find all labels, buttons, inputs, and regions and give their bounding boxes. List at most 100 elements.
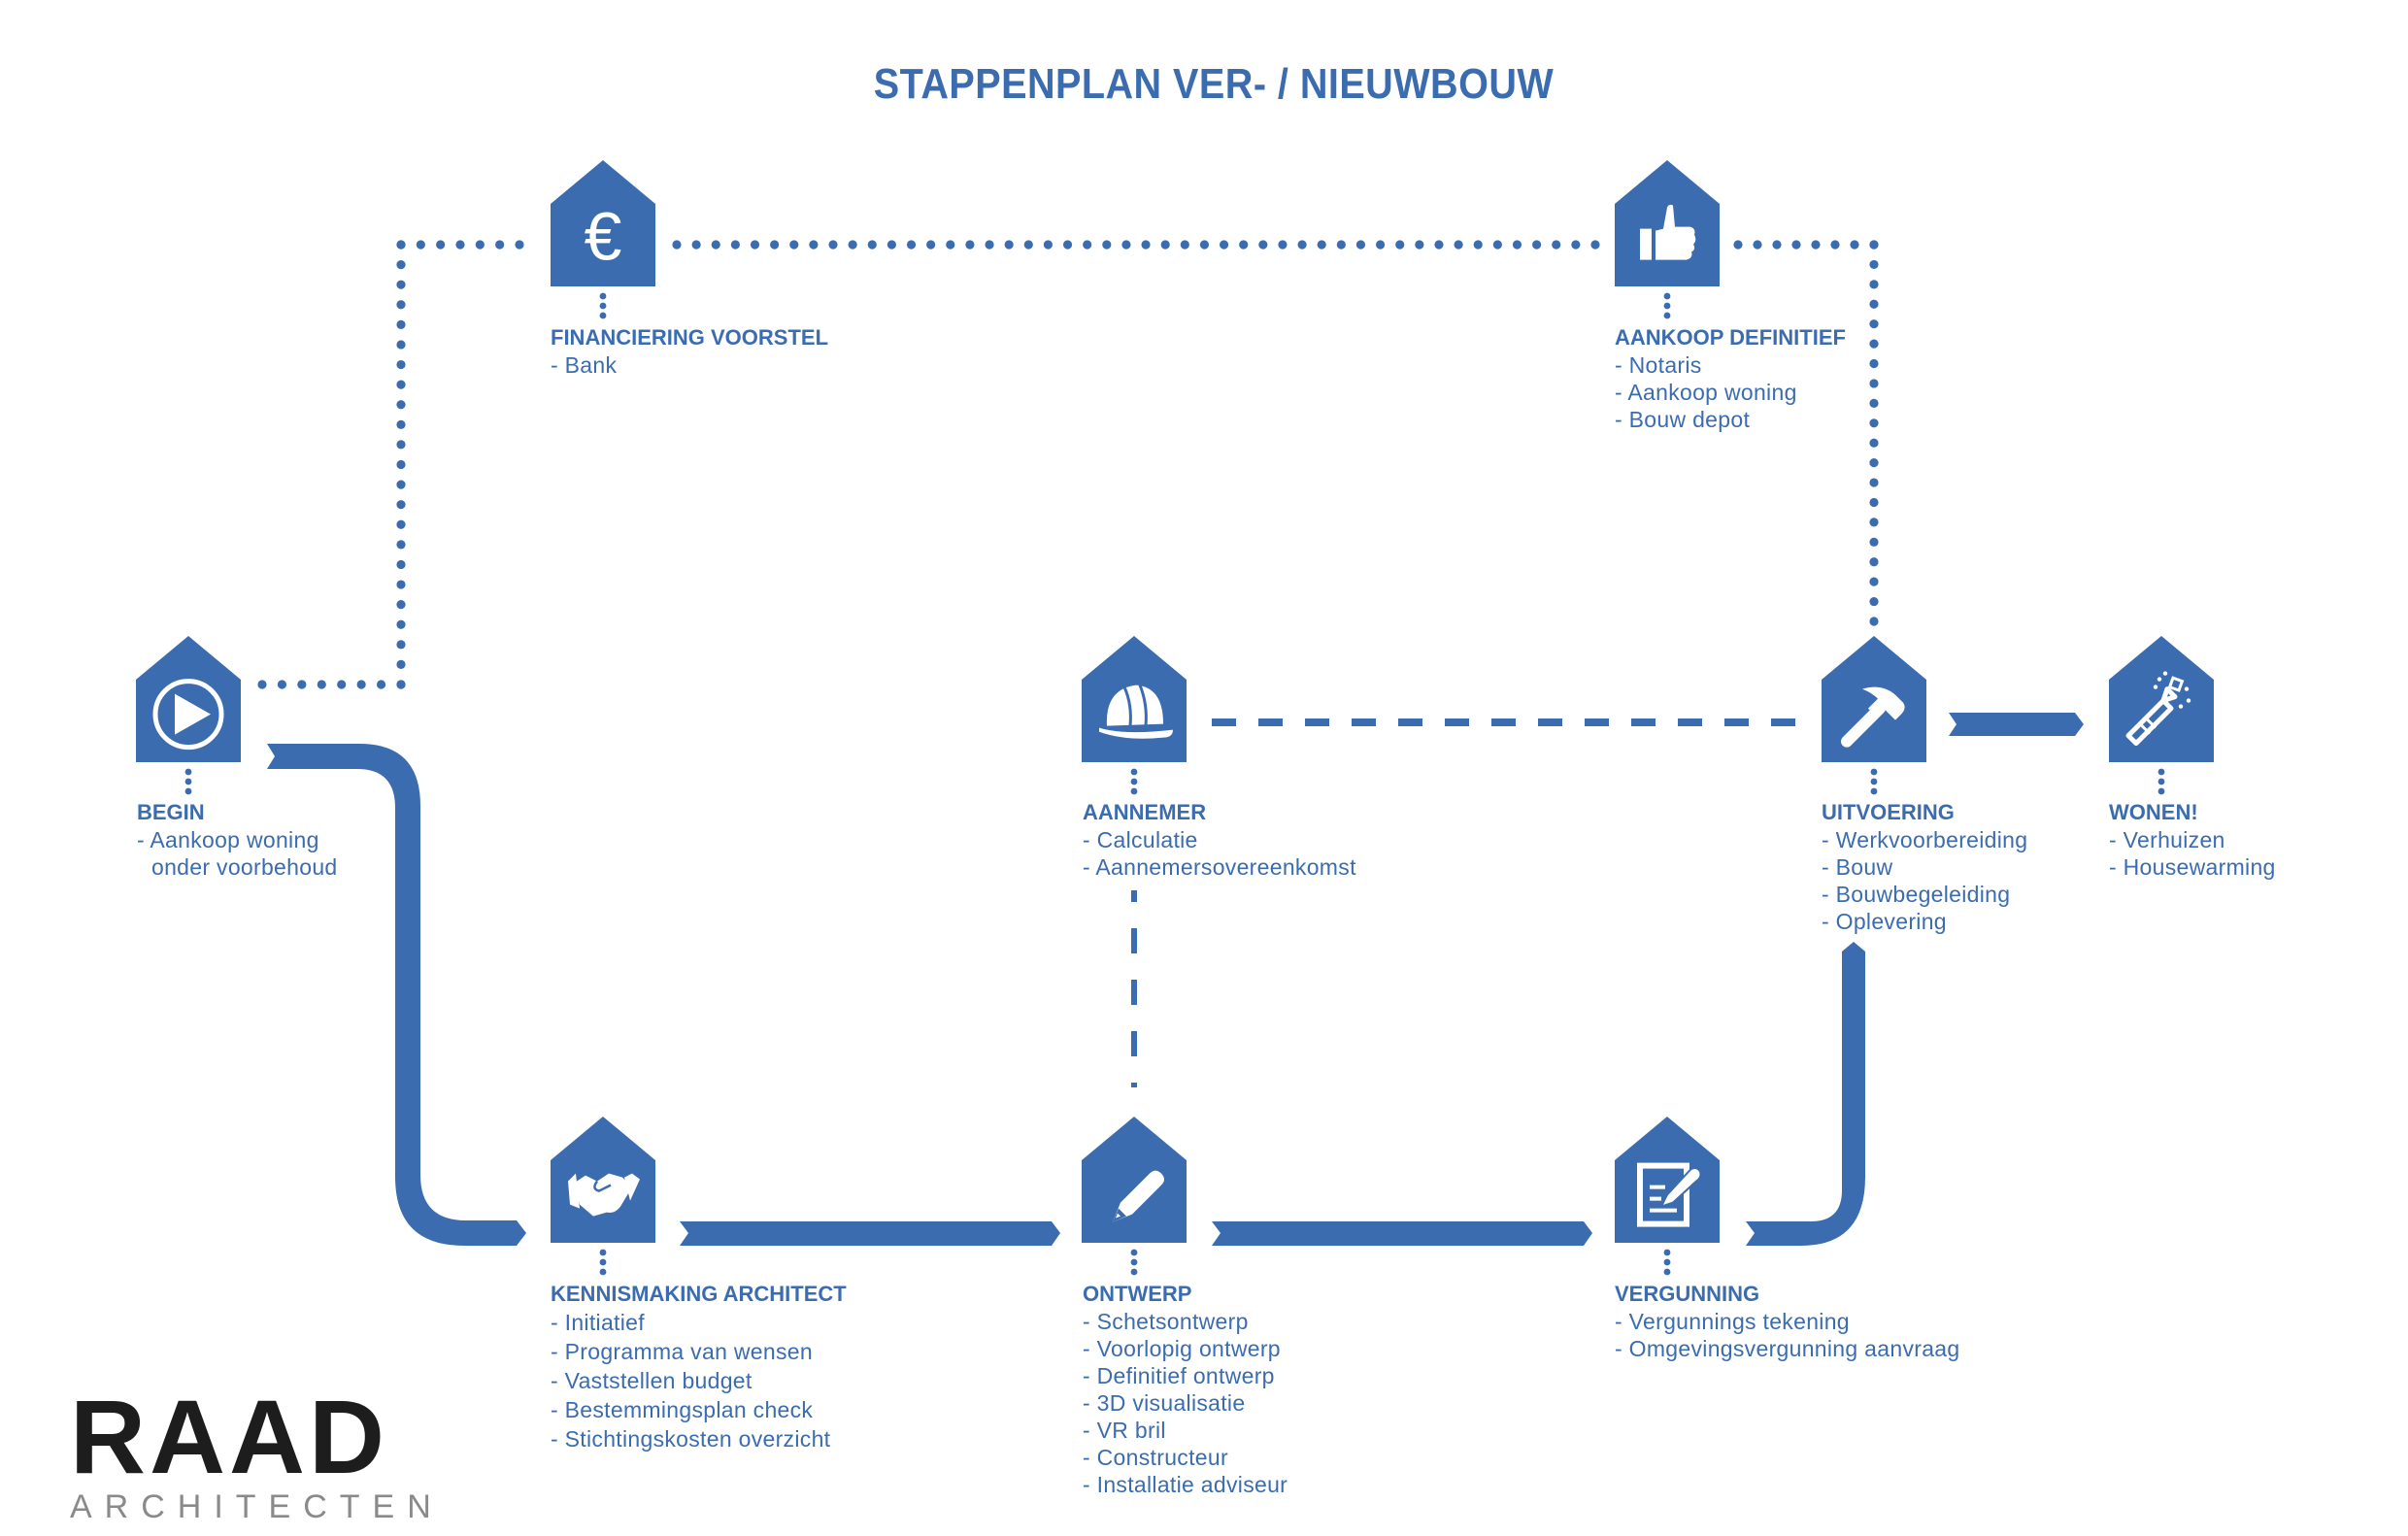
path-dot bbox=[1434, 240, 1444, 250]
path-dot bbox=[436, 240, 446, 250]
path-dot bbox=[848, 240, 857, 250]
step-item: - Aankoop woning bbox=[1615, 380, 1797, 405]
path-dot bbox=[1590, 240, 1600, 250]
connector-dot bbox=[1130, 1268, 1138, 1276]
thumbs-up-icon bbox=[1640, 204, 1696, 260]
path-dot bbox=[1355, 240, 1366, 250]
step-item: - 3D visualisatie bbox=[1083, 1390, 1246, 1416]
path-dot bbox=[396, 300, 406, 310]
path-dot bbox=[691, 240, 701, 250]
path-dot bbox=[1753, 240, 1762, 250]
path-dot bbox=[1869, 577, 1879, 586]
step-item: - Initiatief bbox=[551, 1310, 645, 1335]
house-wonen bbox=[2109, 636, 2214, 795]
step-heading: BEGIN bbox=[137, 800, 205, 824]
connector-dot bbox=[1130, 778, 1138, 785]
path-dot bbox=[1336, 240, 1346, 250]
path-dot bbox=[1869, 438, 1879, 448]
page-title: STAPPENPLAN VER- / NIEUWBOUW bbox=[873, 60, 1555, 108]
step-item: - Bank bbox=[551, 352, 618, 378]
step-item: - Bouw depot bbox=[1615, 407, 1751, 432]
path-dot bbox=[317, 680, 326, 689]
path-dot bbox=[396, 559, 406, 570]
path-dot bbox=[1869, 280, 1879, 289]
step-heading: VERGUNNING bbox=[1615, 1282, 1760, 1306]
path-dot bbox=[1023, 240, 1033, 250]
path-dot bbox=[1869, 259, 1879, 270]
step-item: - Vaststellen budget bbox=[551, 1368, 752, 1393]
path-dot bbox=[1454, 240, 1463, 250]
path-dot bbox=[1180, 240, 1189, 250]
connector-dot bbox=[184, 787, 192, 795]
step-item: - Oplevering bbox=[1822, 909, 1947, 934]
arrow-ontwerp-vergunning bbox=[1212, 1221, 1592, 1246]
path-dot bbox=[1083, 240, 1092, 250]
path-dot bbox=[809, 240, 819, 250]
path-vergunning-uitvoering bbox=[1746, 942, 1865, 1246]
svg-text:€: € bbox=[585, 199, 622, 275]
connector-dot bbox=[2157, 768, 2165, 776]
path-dot bbox=[1850, 240, 1859, 250]
path-dot bbox=[1869, 518, 1879, 527]
house-kennismaking bbox=[551, 1117, 655, 1276]
path-dot bbox=[1772, 240, 1782, 250]
step-heading: FINANCIERING VOORSTEL bbox=[551, 325, 829, 350]
step-ontwerp: ONTWERP - Schetsontwerp - Voorlopig ontw… bbox=[1083, 1281, 1288, 1498]
path-dot bbox=[396, 400, 406, 410]
step-item: - Voorlopig ontwerp bbox=[1083, 1336, 1281, 1361]
path-dot bbox=[1869, 319, 1879, 329]
path-dot bbox=[946, 240, 955, 250]
step-aankoop-definitief: AANKOOP DEFINITIEF - Notaris - Aankoop w… bbox=[1615, 324, 1846, 433]
connector-dot bbox=[1870, 778, 1878, 785]
path-dot bbox=[396, 640, 406, 650]
path-dot bbox=[396, 440, 406, 450]
dotted-path-financing bbox=[257, 240, 1879, 689]
connector-dot bbox=[599, 1249, 607, 1256]
connector-dot bbox=[1870, 787, 1878, 795]
path-dot bbox=[1375, 240, 1386, 250]
handshake-icon bbox=[568, 1173, 640, 1217]
path-dot bbox=[396, 600, 406, 610]
path-dot bbox=[1571, 240, 1581, 250]
path-dot bbox=[1733, 240, 1743, 250]
champagne-icon bbox=[2125, 671, 2191, 747]
path-dot bbox=[396, 259, 406, 270]
path-dot bbox=[1141, 240, 1151, 250]
step-item: - Installatie adviseur bbox=[1083, 1472, 1288, 1497]
path-dot bbox=[1062, 240, 1073, 250]
connector-dot bbox=[1663, 1268, 1671, 1276]
path-dot bbox=[396, 619, 406, 629]
path-dot bbox=[455, 240, 465, 250]
house-shape bbox=[136, 636, 241, 762]
step-item: - Housewarming bbox=[2109, 854, 2276, 880]
step-item: - Bestemmingsplan check bbox=[551, 1397, 814, 1422]
path-dot bbox=[1869, 398, 1879, 408]
path-dot bbox=[1869, 478, 1879, 487]
path-dot bbox=[1278, 240, 1288, 250]
logo-name: RAAD bbox=[70, 1378, 388, 1495]
path-dot bbox=[396, 240, 406, 250]
step-heading: AANKOOP DEFINITIEF bbox=[1615, 325, 1846, 350]
path-dot bbox=[1199, 240, 1210, 250]
euro-icon: € bbox=[585, 199, 622, 275]
path-dot bbox=[396, 419, 406, 429]
connector-dot bbox=[1663, 312, 1671, 319]
path-dot bbox=[1869, 379, 1879, 388]
path-dot bbox=[1415, 240, 1424, 250]
connector-dot bbox=[2157, 778, 2165, 785]
path-dot bbox=[396, 280, 406, 289]
path-dot bbox=[396, 340, 406, 350]
connector-dot bbox=[599, 1268, 607, 1276]
pencil-icon bbox=[1113, 1170, 1164, 1222]
path-dot bbox=[906, 240, 917, 250]
path-dot bbox=[1869, 617, 1879, 626]
path-dot bbox=[1004, 240, 1014, 250]
step-item: - Stichtingskosten overzicht bbox=[551, 1426, 831, 1452]
step-item: - Bouwbegeleiding bbox=[1822, 882, 2011, 907]
connector-dot bbox=[2157, 787, 2165, 795]
path-dot bbox=[1791, 240, 1801, 250]
path-dot bbox=[1395, 240, 1405, 250]
path-dot bbox=[396, 319, 406, 329]
path-dot bbox=[515, 240, 524, 250]
step-item: - Calculatie bbox=[1083, 827, 1198, 852]
